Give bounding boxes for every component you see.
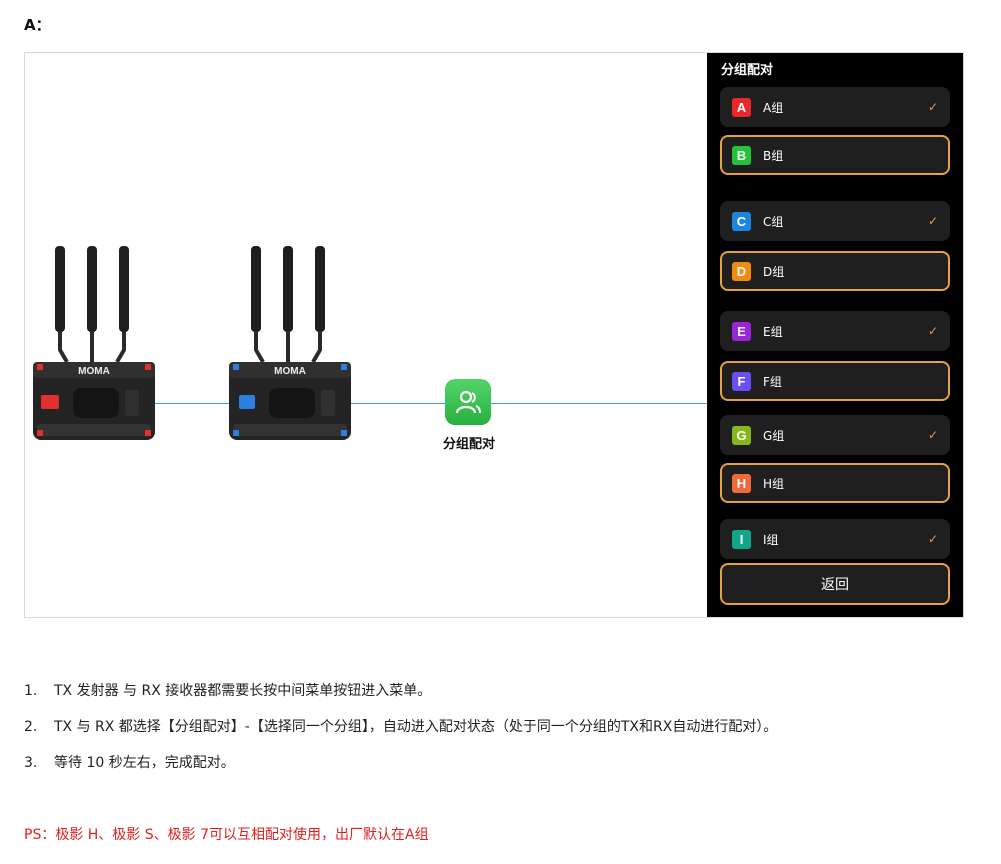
group-name: H组 [763, 476, 785, 491]
pairing-figure: MOMA MOMA [24, 52, 964, 618]
group-name: B组 [763, 148, 784, 163]
group-option-h[interactable]: H H组 [720, 463, 950, 503]
step-item: 2. TX 与 RX 都选择【分组配对】-【选择同一个分组】，自动进入配对状态（… [24, 716, 974, 738]
group-name: I组 [763, 532, 779, 547]
check-icon: ✓ [927, 324, 938, 338]
tx-brand-text: MOMA [78, 366, 110, 377]
group-pairing-icon [445, 379, 491, 425]
group-option-d[interactable]: D D组 [720, 251, 950, 291]
group-option-a[interactable]: A A组 ✓ [720, 87, 950, 127]
step-text: 等待 10 秒左右，完成配对。 [54, 755, 235, 771]
rx-brand-text: MOMA [274, 366, 306, 377]
group-letter-badge: H [732, 473, 751, 493]
step-number: 3. [24, 755, 38, 771]
group-letter-badge: D [732, 261, 751, 281]
menu-title: 分组配对 [721, 63, 774, 78]
step-item: 3. 等待 10 秒左右，完成配对。 [24, 752, 974, 774]
group-name: E组 [763, 324, 783, 339]
check-icon: ✓ [927, 428, 938, 442]
link-line-right [491, 403, 707, 404]
group-letter-badge: E [732, 321, 751, 341]
group-letter-badge: B [732, 145, 751, 165]
group-option-e[interactable]: E E组 ✓ [720, 311, 950, 351]
group-name: G组 [763, 428, 785, 443]
group-letter-badge: A [732, 97, 751, 117]
back-button[interactable]: 返回 [720, 563, 950, 605]
step-text: TX 发射器 与 RX 接收器都需要长按中间菜单按钮进入菜单。 [54, 683, 432, 699]
step-text: TX 与 RX 都选择【分组配对】-【选择同一个分组】，自动进入配对状态（处于同… [54, 719, 778, 735]
users-icon [455, 390, 481, 414]
step-number: 1. [24, 683, 38, 699]
group-name: A组 [763, 100, 784, 115]
group-name: D组 [763, 264, 785, 279]
pairing-label: 分组配对 [442, 437, 495, 452]
group-letter-badge: I [732, 529, 751, 549]
group-option-g[interactable]: G G组 ✓ [720, 415, 950, 455]
step-item: 1. TX 发射器 与 RX 接收器都需要长按中间菜单按钮进入菜单。 [24, 680, 974, 702]
group-letter-badge: C [732, 211, 751, 231]
ps-note: PS：极影 H、极影 S、极影 7可以互相配对使用，出厂默认在A组 [24, 827, 429, 843]
group-pairing-menu: 分组配对 A A组 ✓ B B组 C C组 ✓ D D组 E E组 ✓ F F组 G G组 ✓ H H组 I I组 ✓ 返回 [707, 53, 963, 617]
group-letter-badge: F [732, 371, 751, 391]
group-option-f[interactable]: F F组 [720, 361, 950, 401]
instruction-steps: 1. TX 发射器 与 RX 接收器都需要长按中间菜单按钮进入菜单。 2. TX… [24, 680, 974, 788]
check-icon: ✓ [927, 100, 938, 114]
check-icon: ✓ [927, 214, 938, 228]
group-name: F组 [763, 374, 782, 389]
step-number: 2. [24, 719, 38, 735]
check-icon: ✓ [927, 532, 938, 546]
group-option-i[interactable]: I I组 ✓ [720, 519, 950, 559]
group-option-b[interactable]: B B组 [720, 135, 950, 175]
tx-device-image: MOMA [33, 246, 155, 440]
group-letter-badge: G [732, 425, 751, 445]
rx-device-image: MOMA [229, 246, 351, 440]
section-heading: A： [24, 16, 51, 34]
group-name: C组 [763, 214, 784, 229]
group-option-c[interactable]: C C组 ✓ [720, 201, 950, 241]
